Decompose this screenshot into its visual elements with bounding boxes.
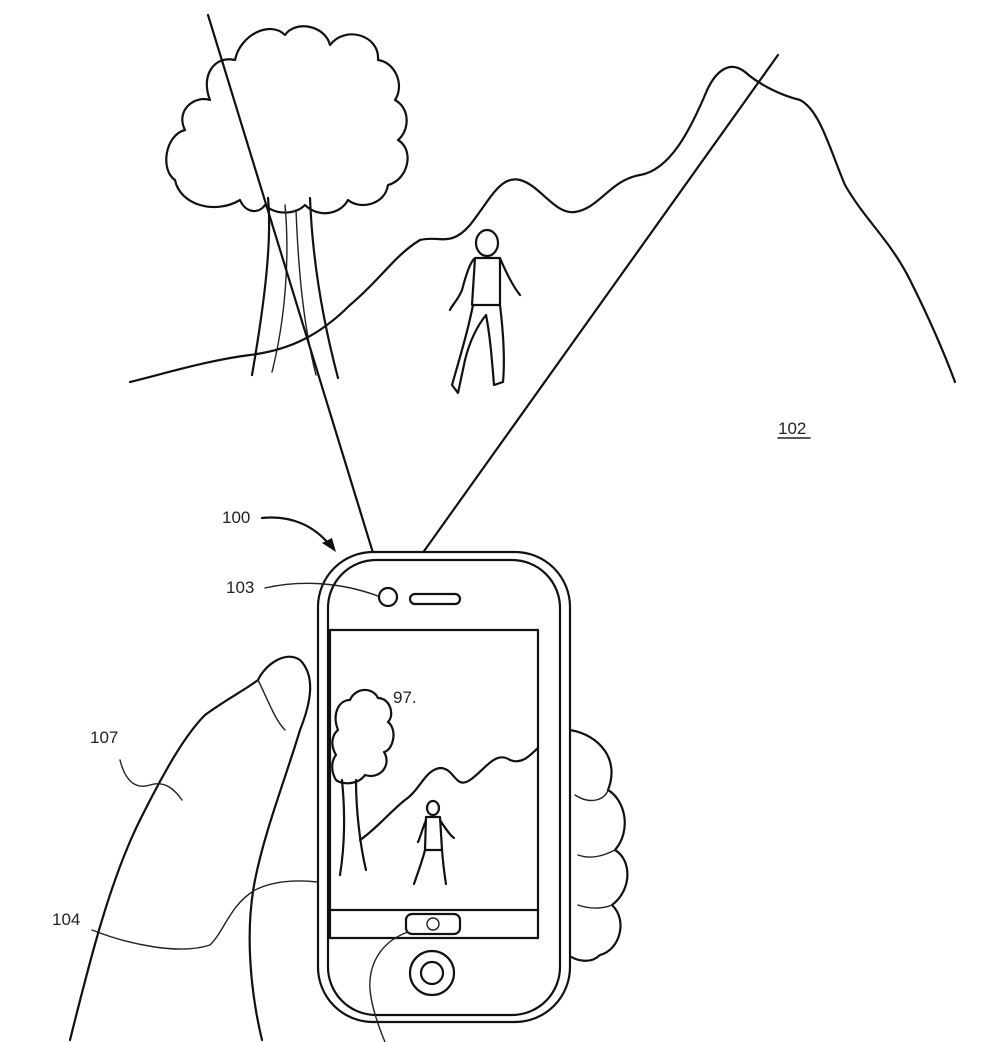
device-label: 100 [222,508,250,527]
preview-tree-foliage [332,690,393,783]
tree-bark-line [272,205,287,372]
tree-trunk-right [310,198,338,378]
hand-thumb [70,657,310,1040]
phone-inner-body [328,560,560,1015]
finger-crease [578,850,615,857]
finger-crease [578,905,612,908]
scene-label: 102 [778,419,806,438]
earpiece-speaker [410,594,460,604]
hand-thumb-crease [258,680,285,730]
preview-tree-trunk [340,780,344,875]
hand-label: 107 [90,728,118,747]
tree-foliage [166,26,407,213]
home-button [410,951,454,995]
display-leader-line [92,881,318,949]
shutter-button [406,914,460,934]
home-button-ring [421,962,443,984]
device-leader-arrow [262,517,332,548]
display-screen [330,630,538,938]
preview-ridge [360,748,538,840]
camera-icon [427,918,439,930]
tree-trunk [252,198,269,375]
screen-preview: 97. [332,688,538,884]
sight-line-right [392,55,778,596]
hand-leader-line [120,760,182,800]
walking-person [450,230,520,393]
shutter-leader-line [370,932,408,1042]
preview-label: 97. [393,688,417,707]
camera-leader-line [265,583,378,596]
camera-label: 103 [226,578,254,597]
preview-tree-trunk [356,780,366,870]
sight-line-left [208,15,385,592]
device-arrow-head [322,538,336,552]
finger-crease [575,790,608,800]
preview-person [414,801,454,884]
camera-lens [379,588,397,606]
display-label: 104 [52,910,80,929]
mountain-ridge [130,67,955,382]
hand-fingers [568,730,627,961]
